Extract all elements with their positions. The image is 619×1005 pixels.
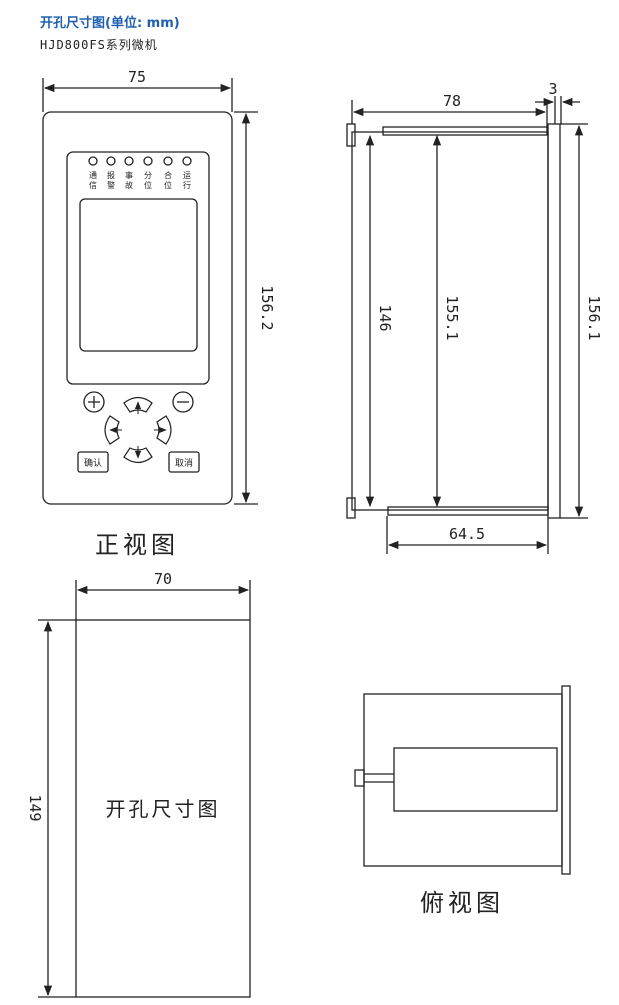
cutout-outline — [75, 619, 251, 998]
led-label-5-bottom: 位 — [164, 180, 172, 190]
side-outer-height-dim: 156.1 — [585, 295, 603, 340]
side-panel-dim: 3 — [548, 80, 557, 98]
led-label-1-top: 通 — [89, 170, 97, 180]
cutout-width-dim: 70 — [154, 570, 172, 588]
led-label-4-top: 分 — [144, 171, 152, 180]
side-middle-height-dim: 155.1 — [443, 295, 461, 340]
cutout-height-dim: 149 — [26, 794, 44, 821]
led-comm-icon — [88, 156, 98, 166]
direction-pad — [104, 396, 172, 464]
led-label-2-top: 报 — [107, 170, 115, 180]
front-view-caption: 正视图 — [95, 531, 179, 559]
top-view — [354, 685, 571, 875]
led-label-3-bottom: 故 — [125, 180, 133, 190]
front-width-dim: 75 — [128, 68, 146, 86]
confirm-button-label: 确认 — [84, 457, 102, 469]
led-label-6-top: 运 — [183, 171, 191, 180]
cutout-view — [38, 580, 251, 998]
cancel-button-outline — [168, 451, 200, 473]
confirm-button-outline — [77, 451, 109, 473]
led-label-4-bottom: 位 — [144, 180, 152, 190]
left-key-icon — [104, 415, 120, 445]
led-label-6-bottom: 行 — [183, 180, 191, 190]
top-front-plate — [561, 685, 571, 875]
front-view — [42, 78, 258, 505]
front-panel-outline — [42, 111, 233, 505]
side-bottom-dim: 64.5 — [449, 525, 485, 543]
minus-button-icon — [172, 391, 194, 413]
side-front-plate — [547, 123, 561, 519]
down-key-icon — [123, 447, 153, 464]
side-view-texts: 78 3 146 155.1 156.1 64.5 — [376, 80, 603, 543]
product-subtitle: HJD800FS系列微机 — [40, 38, 158, 52]
cancel-button-label: 取消 — [175, 457, 193, 469]
page-title: 开孔尺寸图(单位: mm) — [40, 16, 180, 31]
top-terminal-block — [393, 747, 558, 812]
led-label-2-bottom: 警 — [107, 180, 115, 190]
front-height-dim: 156.2 — [258, 285, 276, 330]
led-label-1-bottom: 信 — [89, 180, 97, 190]
plus-button-icon — [83, 391, 105, 413]
display-frame — [66, 151, 210, 385]
led-label-3-top: 事 — [125, 170, 133, 180]
top-view-texts: 俯视图 — [420, 889, 504, 917]
led-alarm-icon — [106, 156, 116, 166]
side-top-dim: 78 — [443, 92, 461, 110]
top-view-caption: 俯视图 — [420, 889, 504, 917]
led-close-icon — [163, 156, 173, 166]
led-fault-icon — [124, 156, 134, 166]
led-label-5-top: 合 — [164, 170, 172, 180]
lcd-screen — [79, 198, 198, 352]
led-open-icon — [143, 156, 153, 166]
side-inner-height-dim: 146 — [376, 304, 394, 331]
front-view-texts: 75 156.2 通 信 报 警 事 故 分 位 合 位 运 行 确认 取消 正… — [84, 68, 276, 559]
cutout-label: 开孔尺寸图 — [106, 797, 221, 821]
cutout-texts: 70 149 开孔尺寸图 — [26, 570, 221, 822]
right-key-icon — [156, 415, 172, 445]
up-key-icon — [123, 396, 153, 413]
led-run-icon — [182, 156, 192, 166]
side-view — [346, 96, 588, 554]
